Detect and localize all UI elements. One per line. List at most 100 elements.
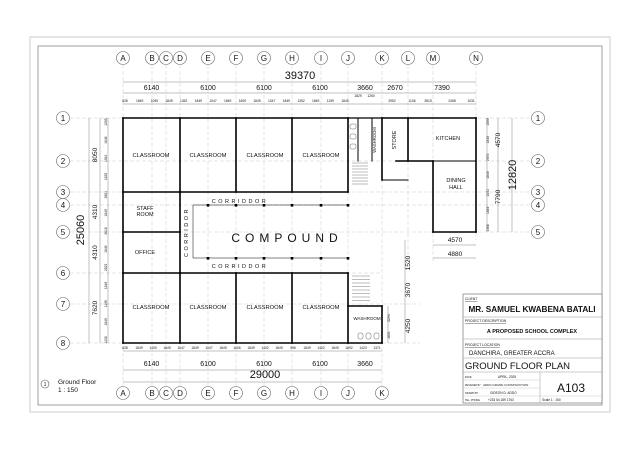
dimension-left-bay: 4310 xyxy=(92,245,99,260)
toilet xyxy=(349,123,357,130)
title-block: CLIENT MR. SAMUEL KWABENA BATALI PROJECT… xyxy=(462,293,603,404)
dimension-right-bay: 7790 xyxy=(495,189,502,204)
grid-bottom-I-label: I xyxy=(320,389,322,398)
room-label-hall: HALL xyxy=(449,185,463,191)
dimension-left-detail: 1438 xyxy=(104,336,108,344)
sheet-title: GROUND FLOOR PLAN xyxy=(465,361,570,372)
designed-label: DESIGNED BY xyxy=(465,385,481,387)
grid-top-L-label: L xyxy=(406,54,411,63)
grid-left-5-label: 5 xyxy=(61,228,66,237)
dimension-top-washroom: 1829 xyxy=(354,94,362,98)
grid-right-2-bubble xyxy=(531,154,545,168)
phone-label: TEL. PHONE xyxy=(465,399,480,402)
grid-bottom-D-label: D xyxy=(177,389,183,398)
dimension-bottom-detail: 996 xyxy=(290,346,296,350)
dimension-lower-right: 4250 xyxy=(405,318,412,333)
room-label-staff: STAFF xyxy=(136,206,154,212)
dimension-bottom-detail: 1606 xyxy=(233,346,241,350)
grid-top-K-label: K xyxy=(379,54,385,63)
dimension-top-detail: 828 xyxy=(122,99,128,103)
room-label-office: OFFICE xyxy=(135,250,155,256)
dimension-bottom-bay: 6100 xyxy=(200,361,216,368)
dimension-bottom-detail: 1423 xyxy=(359,346,367,350)
grid-bottom-B-label: B xyxy=(149,389,154,398)
room-label-dining: DINING xyxy=(446,178,465,184)
toilet xyxy=(373,332,380,340)
column xyxy=(234,204,238,207)
grid-left-7-bubble xyxy=(56,297,70,311)
dimension-left-detail: 1849 xyxy=(104,282,108,290)
dimension-top-detail: 1849 xyxy=(195,99,203,103)
grid-right-4-label: 4 xyxy=(536,201,541,210)
grid-bottom-I-bubble xyxy=(314,386,328,400)
dimension-left-detail: 1829 xyxy=(104,173,108,181)
dimension-top-detail-right: 1106 xyxy=(408,99,415,103)
grid-top-D-label: D xyxy=(177,54,183,63)
column xyxy=(262,204,266,207)
grid-top-J-bubble xyxy=(341,51,355,65)
grid-bottom-F-bubble xyxy=(229,386,243,400)
grid-top-C-label: C xyxy=(163,54,169,63)
drawn-value: GIDEON D. ADDO xyxy=(490,391,517,395)
dimension-top-detail: 1352 xyxy=(297,99,305,103)
grid-bottom-E-label: E xyxy=(205,389,210,398)
dimension-right-detail: 1368 xyxy=(486,224,490,232)
grid-bottom-K-bubble xyxy=(375,386,389,400)
grid-top-N-label: N xyxy=(473,54,479,63)
room-label-corridor-vertical: CORRIDOR xyxy=(184,207,190,257)
grid-top-B-label: B xyxy=(149,54,154,63)
dimension-top-bay: 3660 xyxy=(357,85,373,92)
dimension-left-bay: 4310 xyxy=(92,204,99,219)
column xyxy=(262,257,266,260)
view-number: 1 xyxy=(44,382,47,388)
description-label: PROJECT DESCRIPTION xyxy=(465,319,507,323)
dimension-right-detail: 1849 xyxy=(486,171,490,179)
grid-top-N-bubble xyxy=(469,51,483,65)
dimension-left-detail: 1849 xyxy=(104,245,108,253)
dimension-right-detail: 1849 xyxy=(486,207,490,215)
room-label-store: STORE xyxy=(392,130,398,149)
grid-left-7-label: 7 xyxy=(61,300,66,309)
dimension-top-detail-right: 2952 xyxy=(388,99,396,103)
grid-bottom-H-bubble xyxy=(285,386,299,400)
dimension-bottom-detail: 1849 xyxy=(219,346,227,350)
grid-top-F-label: F xyxy=(234,54,239,63)
grid-left-1-label: 1 xyxy=(61,114,66,123)
grid-bottom-C-bubble xyxy=(159,386,173,400)
dimension-left-detail: 2681 xyxy=(104,191,108,199)
grid-left-6-bubble xyxy=(56,266,70,280)
dimension-dining-width: 4880 xyxy=(448,251,463,258)
grid-top-A-label: A xyxy=(120,54,126,63)
grid-bottom-A-bubble xyxy=(116,386,130,400)
room-label-compound: COMPOUND xyxy=(231,231,342,245)
grid-right-5-label: 5 xyxy=(536,228,541,237)
dimension-top-detail: 1849 xyxy=(136,99,144,103)
dimension-bottom-detail: 1400 xyxy=(149,346,157,350)
dimension-right-overall: 12820 xyxy=(507,160,519,191)
grid-left-5-bubble xyxy=(56,225,70,239)
grid-bottom-H-label: H xyxy=(289,389,295,398)
dimension-bottom-detail: 1849 xyxy=(275,346,283,350)
view-label: 1 Ground Floor 1 : 150 xyxy=(40,379,97,394)
grid-top-C-bubble xyxy=(159,51,173,65)
dimension-bottom-bay: 6140 xyxy=(144,361,160,368)
grid-left-4-label: 4 xyxy=(61,201,66,210)
dimension-bottom-detail: 1047 xyxy=(177,346,185,350)
grid-top-I-bubble xyxy=(314,51,328,65)
client-name: MR. SAMUEL KWABENA BATALI xyxy=(468,305,595,314)
dimension-lower-right: 1520 xyxy=(405,255,412,270)
grid-top-M-label: M xyxy=(430,54,437,63)
column xyxy=(290,204,294,207)
dimension-top-detail-right: 1031 xyxy=(467,99,475,103)
dimension-top-detail: 1095 xyxy=(151,99,159,103)
designed-value: ADDO GRAND CONSTRUCTION xyxy=(483,383,528,387)
column xyxy=(206,204,210,207)
dimension-top-detail: 1609 xyxy=(239,99,247,103)
dimension-left-detail: 1849 xyxy=(104,136,108,144)
grid-top-B-bubble xyxy=(145,51,159,65)
dimension-left-detail: 1285 xyxy=(104,118,108,126)
grid-bottom-F-label: F xyxy=(234,389,239,398)
dimension-top-bay: 7390 xyxy=(434,85,450,92)
grid-left-2-bubble xyxy=(56,154,70,168)
